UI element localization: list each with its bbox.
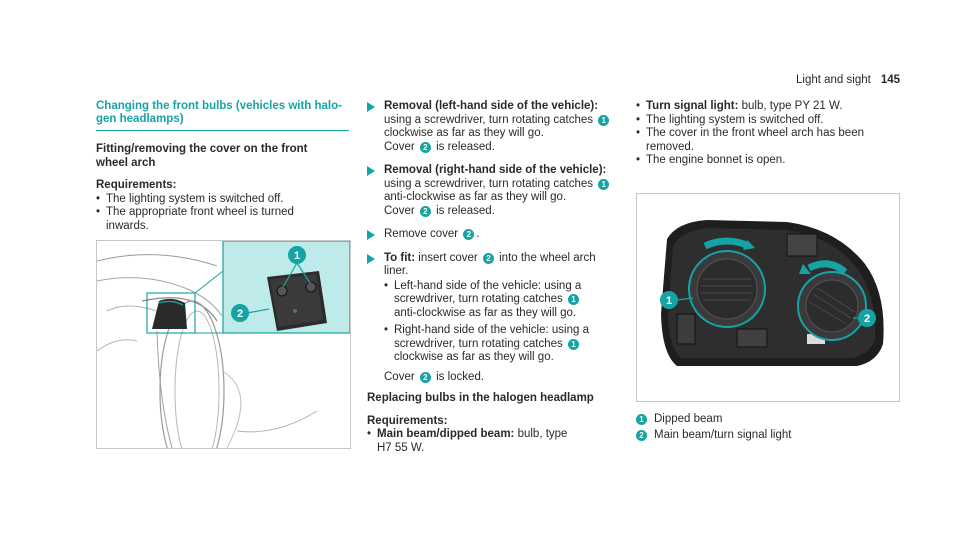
step-arrow-icon [367, 253, 375, 264]
list-item: The cover in the front wheel arch has be… [636, 127, 898, 154]
list-item: Main beam/dipped beam: bulb, type H7 55 … [367, 428, 617, 455]
requirements-list: The lighting system is switched off. The… [96, 193, 349, 234]
requirements-label: Requirements: [367, 414, 448, 427]
running-header: Light and sight 145 [796, 74, 900, 88]
callout-2: 2 [482, 252, 494, 264]
headlamp-illustration: 1 2 [660, 220, 884, 366]
step-remove-cover: Remove cover 2. [367, 228, 617, 242]
callout-2: 2 [419, 141, 431, 153]
step-arrow-icon [367, 230, 375, 240]
callout-2: 2 [237, 308, 243, 320]
column-3: Turn signal light: bulb, type PY 21 W. T… [636, 100, 898, 168]
list-item: The lighting system is switched off. [96, 193, 349, 207]
wheel-arch-figure: 1 2 [96, 240, 351, 482]
subheading-cover: Fitting/removing the cover on the front … [96, 143, 308, 169]
list-item: Turn signal light: bulb, type PY 21 W. [636, 100, 898, 114]
headlamp-figure: 1 2 [636, 193, 900, 402]
callout-1: 1 [567, 338, 579, 350]
list-item: Right-hand side of the vehicle: using a … [384, 324, 617, 365]
callout-2: 2 [636, 429, 647, 441]
step-removal-right: Removal (right-hand side of the vehicle)… [367, 164, 617, 218]
step-removal-left: Removal (left-hand side of the vehicle):… [367, 100, 617, 154]
step-arrow-icon [367, 102, 375, 112]
callout-2: 2 [419, 371, 431, 383]
step-arrow-icon [367, 166, 375, 176]
page-number: 145 [880, 74, 900, 86]
section-name: Light and sight [796, 74, 871, 86]
column-2: Removal (left-hand side of the vehicle):… [367, 100, 617, 455]
requirements-list: Main beam/dipped beam: bulb, type H7 55 … [367, 428, 617, 455]
callout-2: 2 [419, 205, 431, 217]
callout-2: 2 [463, 229, 475, 240]
column-1: Changing the front bulbs (vehicles with … [96, 100, 349, 233]
wheel-arch-illustration: 1 2 [96, 240, 351, 482]
list-item: The appropriate front wheel is turnedinw… [96, 206, 349, 233]
list-item: The lighting system is switched off. [636, 114, 898, 128]
callout-2: 2 [864, 313, 870, 325]
callout-1: 1 [666, 295, 672, 307]
list-item: Left-hand side of the vehicle: using a s… [384, 280, 617, 321]
fit-sublist: Left-hand side of the vehicle: using a s… [384, 280, 617, 365]
callout-1: 1 [294, 250, 300, 262]
section-title: Changing the front bulbs (vehicles with … [96, 100, 349, 131]
callout-1: 1 [567, 294, 579, 305]
requirements-list-continued: Turn signal light: bulb, type PY 21 W. T… [636, 100, 898, 168]
list-item: The engine bonnet is open. [636, 154, 898, 168]
subheading-halogen: Replacing bulbs in the halogen headlamp [367, 392, 594, 404]
callout-1: 1 [598, 114, 610, 126]
callout-1: 1 [598, 178, 610, 190]
step-to-fit: To fit: insert cover 2 into the wheel ar… [367, 252, 617, 385]
callout-1: 1 [636, 414, 647, 425]
requirements-label: Requirements: [96, 179, 177, 191]
